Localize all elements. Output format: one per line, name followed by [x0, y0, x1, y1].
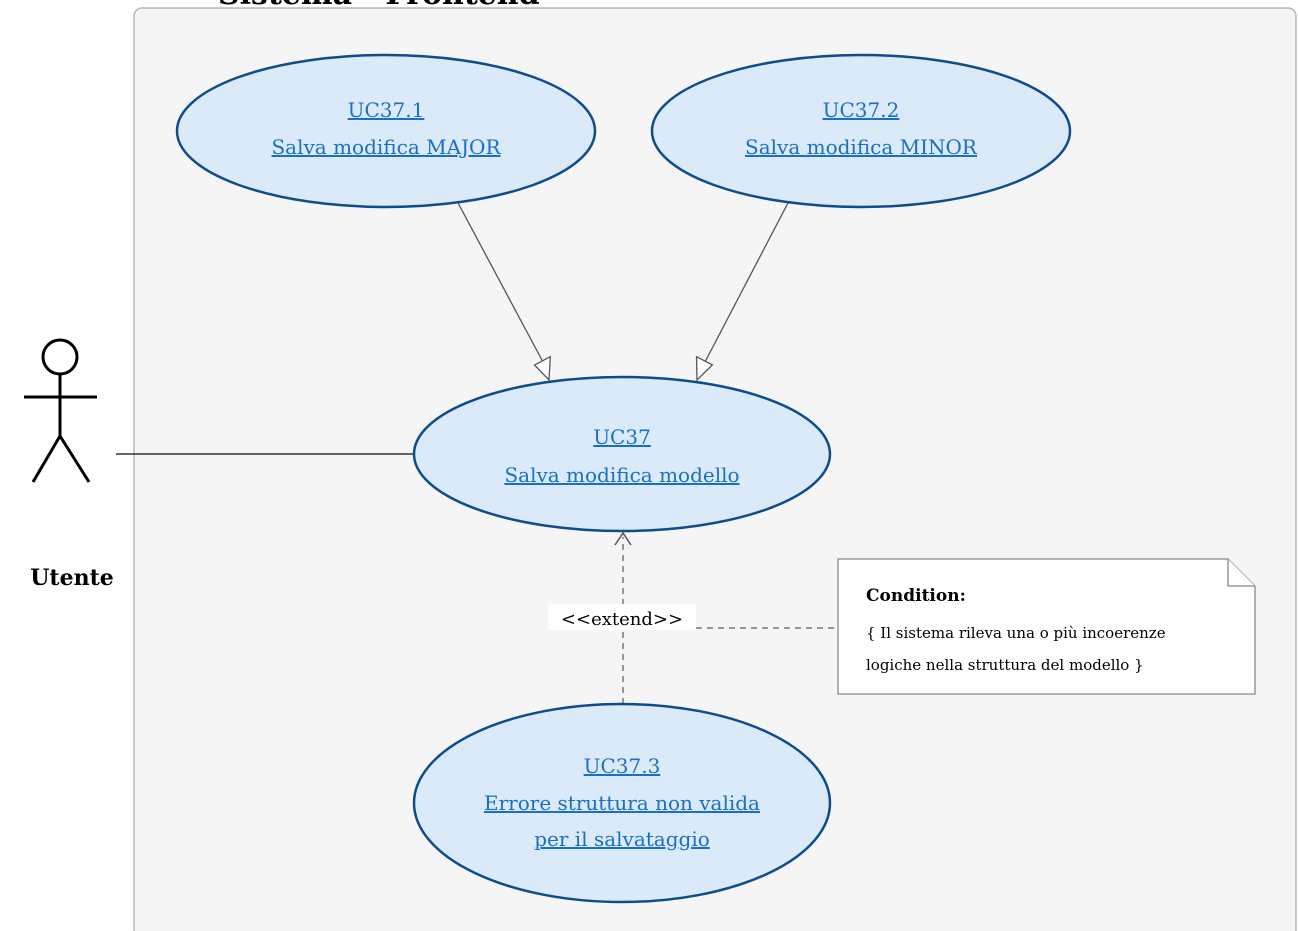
- use-case-uc37-ellipse[interactable]: [412, 375, 832, 533]
- use-case-uc37-2-id[interactable]: UC37.2: [823, 98, 900, 122]
- generalization-uc37-2-line: [704, 200, 790, 363]
- system-boundary-title: Sistema - Frontend: [218, 0, 540, 12]
- use-case-uc37-1-name[interactable]: Salva modifica MAJOR: [271, 135, 501, 159]
- condition-note-line-2: logiche nella struttura del modello }: [866, 656, 1144, 674]
- use-case-uc37-1-id[interactable]: UC37.1: [348, 98, 425, 122]
- use-case-uc37-3[interactable]: UC37.3 Errore struttura non valida per i…: [412, 702, 832, 904]
- actor-utente[interactable]: Utente: [24, 338, 114, 591]
- condition-note-line-1: { Il sistema rileva una o più incoerenze: [866, 624, 1166, 642]
- extend-label-background: [548, 604, 696, 630]
- condition-note-title: Condition:: [866, 586, 966, 606]
- use-case-uc37-3-name-line-2[interactable]: per il salvataggio: [534, 827, 710, 851]
- use-case-uc37-name[interactable]: Salva modifica modello: [504, 463, 739, 487]
- condition-note-body: [837, 558, 1256, 695]
- use-case-uc37-3-ellipse[interactable]: [412, 702, 832, 904]
- condition-note-fold: [1227, 559, 1255, 587]
- generalization-uc37-2-arrowhead: [695, 355, 714, 382]
- use-case-uc37-2-ellipse[interactable]: [650, 53, 1072, 209]
- condition-note: Condition: { Il sistema rileva una o più…: [837, 558, 1256, 695]
- use-case-uc37-2-name[interactable]: Salva modifica MINOR: [745, 135, 978, 159]
- actor-right-leg: [58, 435, 91, 483]
- use-case-uc37-3-name-line-1[interactable]: Errore struttura non valida: [484, 791, 760, 815]
- use-case-uc37-1-ellipse[interactable]: [175, 53, 597, 209]
- actor-left-leg: [31, 435, 62, 483]
- use-case-uc37-1[interactable]: UC37.1 Salva modifica MAJOR: [175, 53, 597, 209]
- extend-dependency-arrowhead: [614, 531, 632, 546]
- actor-head: [41, 338, 79, 376]
- use-case-uc37-id[interactable]: UC37: [593, 425, 651, 449]
- use-case-uc37[interactable]: UC37 Salva modifica modello: [412, 375, 832, 533]
- use-case-uc37-2[interactable]: UC37.2 Salva modifica MINOR: [650, 53, 1072, 209]
- actor-label: Utente: [30, 565, 114, 591]
- generalization-uc37-1-line: [456, 200, 544, 363]
- generalization-uc37-1-arrowhead: [533, 355, 552, 382]
- extend-label: <<extend>>: [561, 609, 683, 630]
- use-case-uc37-3-id[interactable]: UC37.3: [584, 754, 661, 778]
